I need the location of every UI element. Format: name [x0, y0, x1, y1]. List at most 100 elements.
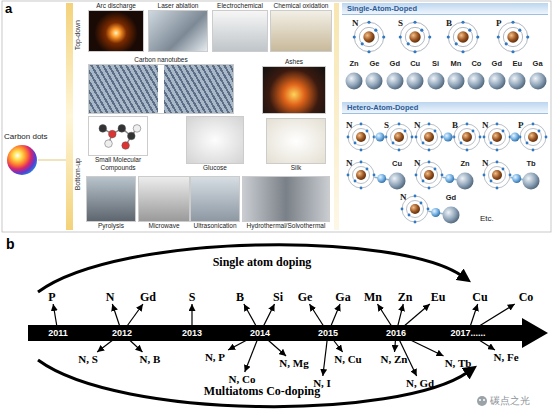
nucleus: [424, 170, 434, 180]
elem-node: Gd: [135, 290, 161, 304]
figure-label: b: [6, 236, 15, 252]
bond-sphere: [445, 174, 454, 183]
electron: [415, 136, 418, 139]
atom-node: N: [346, 122, 376, 152]
electron: [360, 123, 363, 126]
metal-disc: [386, 72, 404, 90]
disc-body: [457, 173, 474, 190]
year-node: 2015: [311, 327, 345, 339]
atom-node: N: [346, 160, 376, 190]
element-symbol: Cu: [405, 58, 425, 70]
inner-orbit: [459, 129, 476, 146]
dopant-label: N, Gd: [401, 376, 439, 390]
electron: [479, 136, 482, 139]
photo-node: Silk: [266, 118, 326, 172]
electron: [472, 130, 475, 133]
watermark-icon: [477, 396, 487, 406]
element-symbol: S: [384, 120, 389, 130]
disc-node: Ge: [364, 58, 384, 94]
bond-sphere: [376, 133, 385, 142]
disc-body: [443, 207, 460, 224]
elem-node: N, Tb: [439, 356, 477, 370]
timeline-arrow: [403, 304, 430, 327]
method-photo: [262, 66, 326, 114]
method-photo: [270, 10, 332, 52]
atom-symbol: [398, 20, 432, 54]
electron: [447, 35, 450, 38]
dopant-label: N: [97, 290, 123, 304]
timeline-arrow: [331, 304, 341, 327]
dopant-label: Ga: [330, 290, 356, 304]
nucleus: [424, 132, 434, 142]
electron: [354, 142, 357, 145]
electron: [398, 123, 401, 126]
photo-caption: Ashes: [262, 58, 326, 66]
element-symbol: N: [400, 192, 407, 202]
photo-caption: Glucose: [186, 164, 244, 172]
element-symbol: P: [518, 120, 524, 130]
watermark-icon-eye: [483, 399, 485, 401]
electron: [538, 130, 541, 133]
electron: [483, 136, 486, 139]
element-symbol: Mn: [446, 58, 466, 70]
bond-line: [428, 211, 443, 213]
electron: [367, 50, 370, 53]
inner-orbit: [353, 129, 370, 146]
timeline-arrow: [478, 304, 515, 327]
disc-body: [366, 73, 383, 90]
timeline-arrow: [323, 339, 327, 376]
element-symbol: Eu: [507, 58, 527, 70]
electron: [404, 130, 407, 133]
timeline-arrow: [228, 339, 249, 350]
metal-disc: [442, 206, 460, 224]
method-photo: [88, 116, 148, 156]
timeline-arrow: [128, 339, 142, 352]
elem-node: N, Mg: [275, 356, 313, 370]
element-symbol: N: [414, 120, 421, 130]
dopant-label: N, Fe: [487, 350, 525, 364]
disc-body: [448, 73, 465, 90]
element-symbol: Zn: [454, 158, 476, 170]
metal-disc: [427, 72, 445, 90]
metal-disc: [529, 72, 547, 90]
element-symbol: S: [398, 18, 403, 28]
photo-caption: Pyrolysis: [86, 222, 136, 230]
nucleus: [409, 31, 420, 42]
electron: [398, 149, 401, 152]
nucleus: [457, 31, 468, 42]
metal-disc: [365, 72, 383, 90]
bond-sphere: [444, 133, 453, 142]
disc-body: [427, 73, 444, 90]
dopant-label: Mn: [360, 290, 386, 304]
electron: [496, 161, 499, 164]
electron: [441, 136, 444, 139]
photo-caption: Silk: [266, 164, 326, 172]
disc-body: [468, 73, 485, 90]
outer-orbit: [448, 22, 477, 51]
disc-node: Cu: [386, 158, 408, 192]
elem-node: N, Gd: [401, 376, 439, 390]
method-photo: [186, 116, 244, 164]
photo-node: Laser ablation: [148, 2, 208, 52]
band-node: Hetero-Atom-Doped: [342, 102, 548, 114]
electron: [360, 149, 363, 152]
dopant-label: N, P: [196, 350, 234, 364]
electron: [373, 136, 376, 139]
metal-disc: [447, 72, 465, 90]
inner-orbit: [421, 167, 438, 184]
metal-disc: [508, 72, 526, 90]
atom-node: P: [518, 122, 548, 152]
photo-node: Chemical oxidation: [270, 2, 332, 52]
leader-line: [38, 160, 66, 161]
inner-orbit: [489, 167, 506, 184]
electron: [354, 180, 357, 183]
electron: [413, 50, 416, 53]
figure-label: Single atom doping: [213, 255, 312, 270]
figure-label: Multiatoms Co-doping: [204, 384, 320, 399]
electron: [468, 29, 471, 32]
electron: [367, 21, 370, 24]
year-label: 2014: [243, 327, 277, 339]
timeline-arrow: [478, 339, 495, 350]
